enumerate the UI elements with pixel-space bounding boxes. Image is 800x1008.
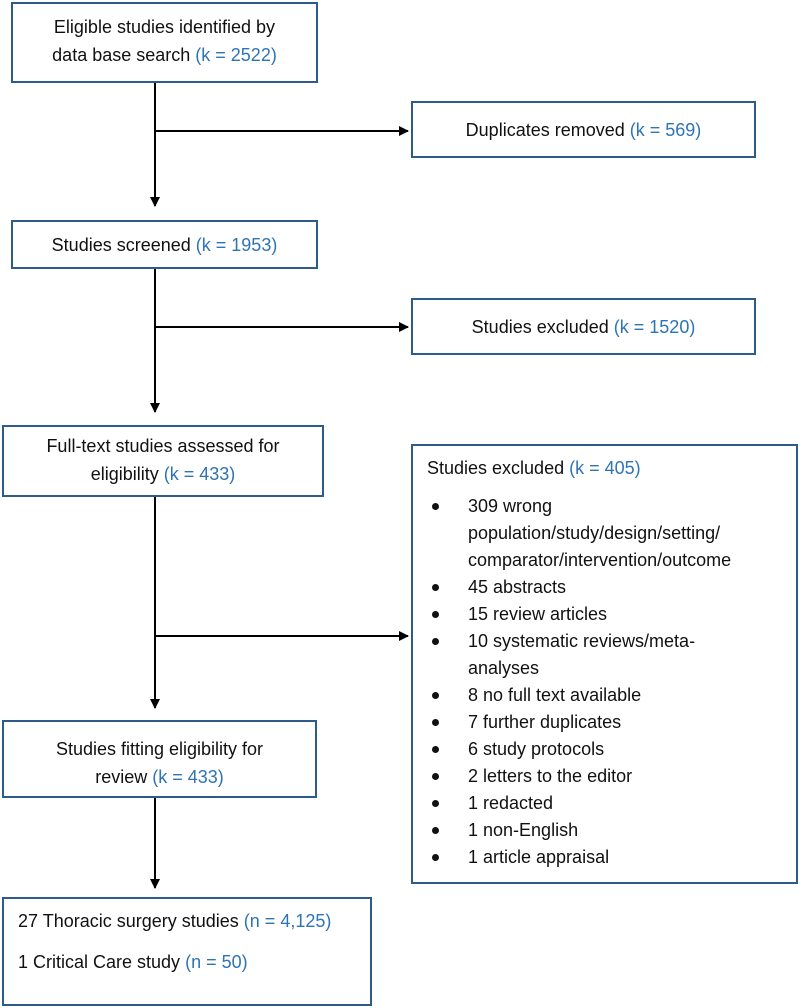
reason-text: 45 abstracts [468,577,567,597]
exclusion-reasons-list: 309 wrong population/study/design/settin… [413,493,796,871]
screened-count: (k = 1953) [195,235,278,255]
fulltext-count: (k = 433) [163,464,236,484]
excluded2-box: Studies excluded (k = 405) 309 wrong pop… [411,444,798,884]
critical-count: (n = 50) [185,952,248,972]
reason-text: comparator/intervention/outcome [468,550,732,570]
fitting-box: Studies fitting eligibility for review (… [2,720,317,798]
duplicates-box: Duplicates removed (k = 569) [411,101,756,158]
fitting-count: (k = 433) [152,767,224,787]
reason-text: 2 letters to the editor [468,766,633,786]
reason-item: 309 wrong population/study/design/settin… [413,493,796,574]
excluded2-title: Studies excluded [427,458,565,478]
excluded2-count: (k = 405) [569,458,641,478]
thoracic-text: 27 Thoracic surgery studies [18,911,239,931]
reason-item: 45 abstracts [413,574,796,601]
screened-text: Studies screened [51,235,191,255]
fulltext-line1: Full-text studies assessed for [46,436,280,456]
reason-item: 1 article appraisal [413,844,796,871]
reason-text: population/study/design/setting/ [468,523,721,543]
reason-item: 15 review articles [413,601,796,628]
reason-item: 1 non-English [413,817,796,844]
reason-text: 8 no full text available [468,685,642,705]
identified-count: (k = 2522) [195,45,277,65]
reason-item: 8 no full text available [413,682,796,709]
reason-text: 1 non-English [468,820,579,840]
identified-line2: data base search [52,45,191,65]
reason-text: 6 study protocols [468,739,605,759]
identified-line1: Eligible studies identified by [53,17,276,37]
reason-text: 309 wrong [468,496,553,516]
thoracic-count: (n = 4,125) [243,911,332,931]
reason-item: 6 study protocols [413,736,796,763]
fulltext-line2: eligibility [90,464,159,484]
fitting-line1: Studies fitting eligibility for [55,739,264,759]
screened-box: Studies screened (k = 1953) [11,220,318,269]
reason-item: 1 redacted [413,790,796,817]
critical-text: 1 Critical Care study [18,952,181,972]
reason-text: 15 review articles [468,604,608,624]
duplicates-text: Duplicates removed [465,120,625,140]
duplicates-count: (k = 569) [629,120,702,140]
reason-text: 10 systematic reviews/meta- [468,631,696,651]
reason-text: 1 article appraisal [468,847,610,867]
excluded1-text: Studies excluded [471,317,609,337]
excluded1-box: Studies excluded (k = 1520) [411,298,756,355]
reason-item: 10 systematic reviews/meta- analyses [413,628,796,682]
final-box: 27 Thoracic surgery studies (n = 4,125) … [2,897,372,1006]
excluded1-count: (k = 1520) [613,317,696,337]
reason-text: 7 further duplicates [468,712,622,732]
reason-item: 2 letters to the editor [413,763,796,790]
reason-item: 7 further duplicates [413,709,796,736]
identified-box: Eligible studies identified by data base… [11,2,318,83]
reason-text: 1 redacted [468,793,554,813]
fitting-line2: review [95,767,148,787]
fulltext-box: Full-text studies assessed for eligibili… [2,425,324,497]
reason-text: analyses [468,658,540,678]
